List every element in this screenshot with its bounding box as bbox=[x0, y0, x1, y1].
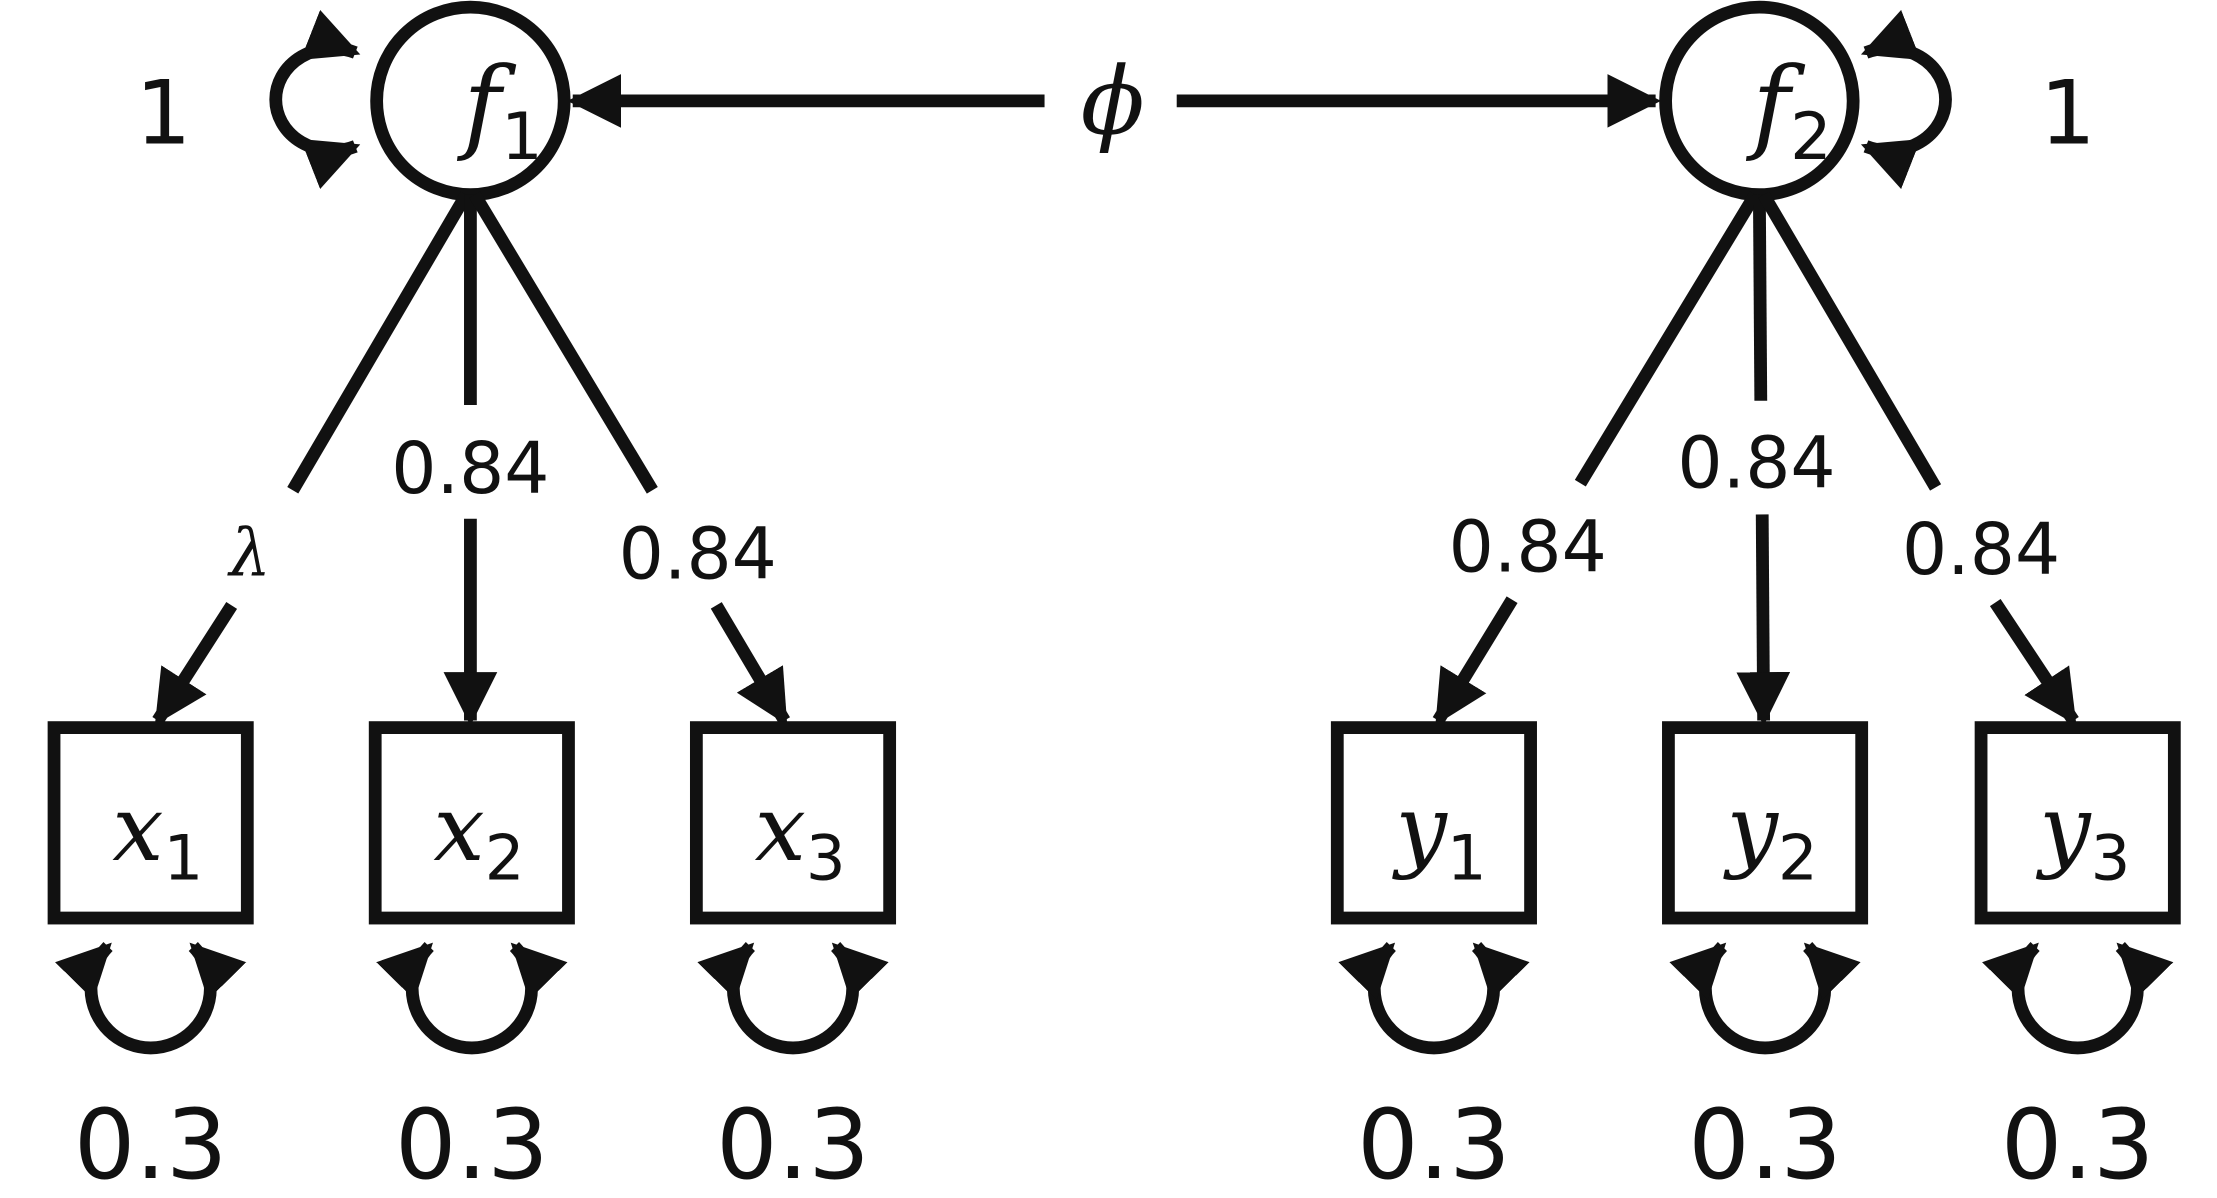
residual-loop-x2 bbox=[376, 941, 568, 1055]
loading-label-y1: 0.84 bbox=[1449, 505, 1607, 588]
residual-loop-y1 bbox=[1338, 941, 1530, 1055]
loadings-f1: λ 0.84 0.84 bbox=[152, 191, 790, 726]
loading-arrow-x1 bbox=[152, 601, 238, 726]
indicator-x3: x3 0.3 bbox=[689, 721, 897, 1198]
indicator-label-y3: y3 bbox=[2035, 777, 2130, 895]
indicator-box-y1 bbox=[1330, 721, 1537, 925]
latent-factor-f2: f2 1 bbox=[1659, 0, 2096, 202]
residual-label-x1: 0.3 bbox=[74, 1088, 228, 1198]
loading-line-y1-top bbox=[1574, 191, 1761, 487]
indicator-label-x2: x2 bbox=[433, 777, 524, 895]
residual-label-y2: 0.3 bbox=[1688, 1088, 1842, 1198]
indicator-label-x1: x1 bbox=[112, 777, 203, 895]
loading-label-x1: λ bbox=[226, 516, 270, 592]
residual-loop-y2 bbox=[1669, 941, 1861, 1055]
loading-arrow-y2 bbox=[1736, 514, 1791, 726]
loading-arrow-y1 bbox=[1432, 596, 1518, 726]
loading-label-y2: 0.84 bbox=[1677, 421, 1835, 504]
loadings-f2: 0.84 0.84 0.84 bbox=[1432, 191, 2079, 726]
variance-loop-f2 bbox=[1860, 9, 1952, 189]
indicator-y2: y2 0.3 bbox=[1662, 721, 1869, 1198]
indicator-box-x3 bbox=[689, 721, 897, 925]
indicator-y1: y1 0.3 bbox=[1330, 721, 1537, 1198]
factor-covariance: ϕ bbox=[567, 48, 1662, 157]
indicator-x2: x2 0.3 bbox=[368, 721, 575, 1198]
residual-label-y3: 0.3 bbox=[2001, 1088, 2155, 1198]
residual-label-x3: 0.3 bbox=[716, 1088, 870, 1198]
indicator-box-y3 bbox=[1974, 721, 2181, 925]
loading-arrow-x3 bbox=[710, 602, 790, 726]
indicator-y3: y3 0.3 bbox=[1974, 721, 2181, 1198]
indicator-box-x1 bbox=[47, 721, 254, 925]
variance-loop-f1 bbox=[269, 9, 361, 189]
indicator-box-y2 bbox=[1662, 721, 1869, 925]
residual-loop-x3 bbox=[697, 941, 889, 1055]
factor-variance-f2: 1 bbox=[2040, 62, 2096, 165]
loading-label-x3: 0.84 bbox=[619, 512, 777, 595]
loading-arrow-y3 bbox=[1989, 599, 2079, 725]
loading-line-x1-top bbox=[287, 191, 472, 494]
indicator-label-y2: y2 bbox=[1723, 777, 1818, 895]
residual-label-y1: 0.3 bbox=[1357, 1088, 1511, 1198]
covariance-label: ϕ bbox=[1081, 48, 1145, 157]
residual-loop-y3 bbox=[1982, 941, 2174, 1055]
loading-label-x2: 0.84 bbox=[391, 427, 549, 510]
latent-factor-f1: f1 1 bbox=[135, 0, 571, 202]
factor-variance-f1: 1 bbox=[135, 62, 191, 165]
residual-loop-x1 bbox=[55, 941, 247, 1055]
indicator-label-x3: x3 bbox=[755, 777, 846, 895]
loading-line-y2-top bbox=[1752, 194, 1768, 401]
indicator-box-x2 bbox=[368, 721, 575, 925]
loading-line-x3-top bbox=[469, 191, 658, 494]
loading-line-y3-top bbox=[1758, 191, 1942, 491]
residual-label-x2: 0.3 bbox=[395, 1088, 549, 1198]
factor-label-f1: f1 bbox=[456, 45, 542, 175]
indicator-label-y1: y1 bbox=[1391, 777, 1486, 895]
loading-label-y3: 0.84 bbox=[1902, 508, 2060, 591]
indicator-x1: x1 0.3 bbox=[47, 721, 254, 1198]
